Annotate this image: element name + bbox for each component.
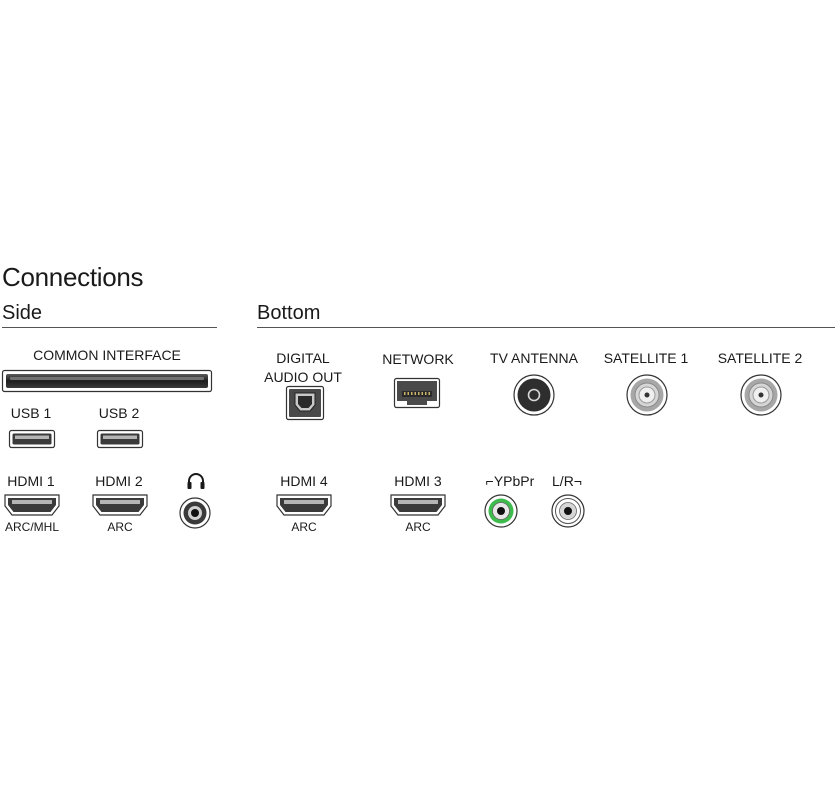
side-divider (2, 327, 217, 328)
usb2-label: USB 2 (98, 405, 140, 421)
hdmi3-label: HDMI 3 (394, 473, 442, 489)
digital-audio-out-label-line2: AUDIO OUT (264, 369, 342, 385)
tv-antenna-port (513, 374, 555, 416)
hdmi2-sublabel: ARC (107, 520, 133, 534)
hdmi3-sublabel: ARC (405, 520, 431, 534)
common-interface-label: COMMON INTERFACE (33, 347, 181, 363)
hdmi2-port (92, 494, 148, 516)
usb1-port (8, 429, 56, 449)
network-label: NETWORK (382, 351, 454, 367)
ypbpr-label: ⌐YPbPr (485, 473, 535, 489)
section-bottom-heading: Bottom (257, 302, 321, 324)
hdmi1-sublabel: ARC/MHL (4, 520, 59, 534)
hdmi4-label: HDMI 4 (280, 473, 328, 489)
satellite2-port (740, 374, 782, 416)
hdmi1-label: HDMI 1 (7, 473, 55, 489)
usb1-label: USB 1 (10, 405, 52, 421)
common-interface-slot (1, 369, 213, 393)
bottom-divider (257, 327, 835, 328)
section-side-heading: Side (2, 302, 43, 324)
usb2-port (96, 429, 144, 449)
lr-label: L/R¬ (552, 473, 582, 489)
hdmi2-label: HDMI 2 (95, 473, 143, 489)
network-port (393, 377, 441, 409)
digital-audio-out-port (285, 385, 325, 421)
satellite2-label: SATELLITE 2 (717, 350, 803, 366)
hdmi3-port (390, 494, 446, 516)
hdmi4-sublabel: ARC (291, 520, 317, 534)
hdmi1-port (4, 494, 60, 516)
satellite1-label: SATELLITE 1 (603, 350, 689, 366)
headphone-jack (179, 497, 211, 529)
hdmi4-port (276, 494, 332, 516)
digital-audio-out-label-line1: DIGITAL (276, 350, 330, 366)
lr-audio-jack (551, 494, 585, 528)
ypbpr-jack (484, 494, 518, 528)
page-title: Connections (2, 262, 144, 292)
headphones-icon (187, 473, 205, 489)
satellite1-port (626, 374, 668, 416)
tv-antenna-label: TV ANTENNA (490, 350, 578, 366)
